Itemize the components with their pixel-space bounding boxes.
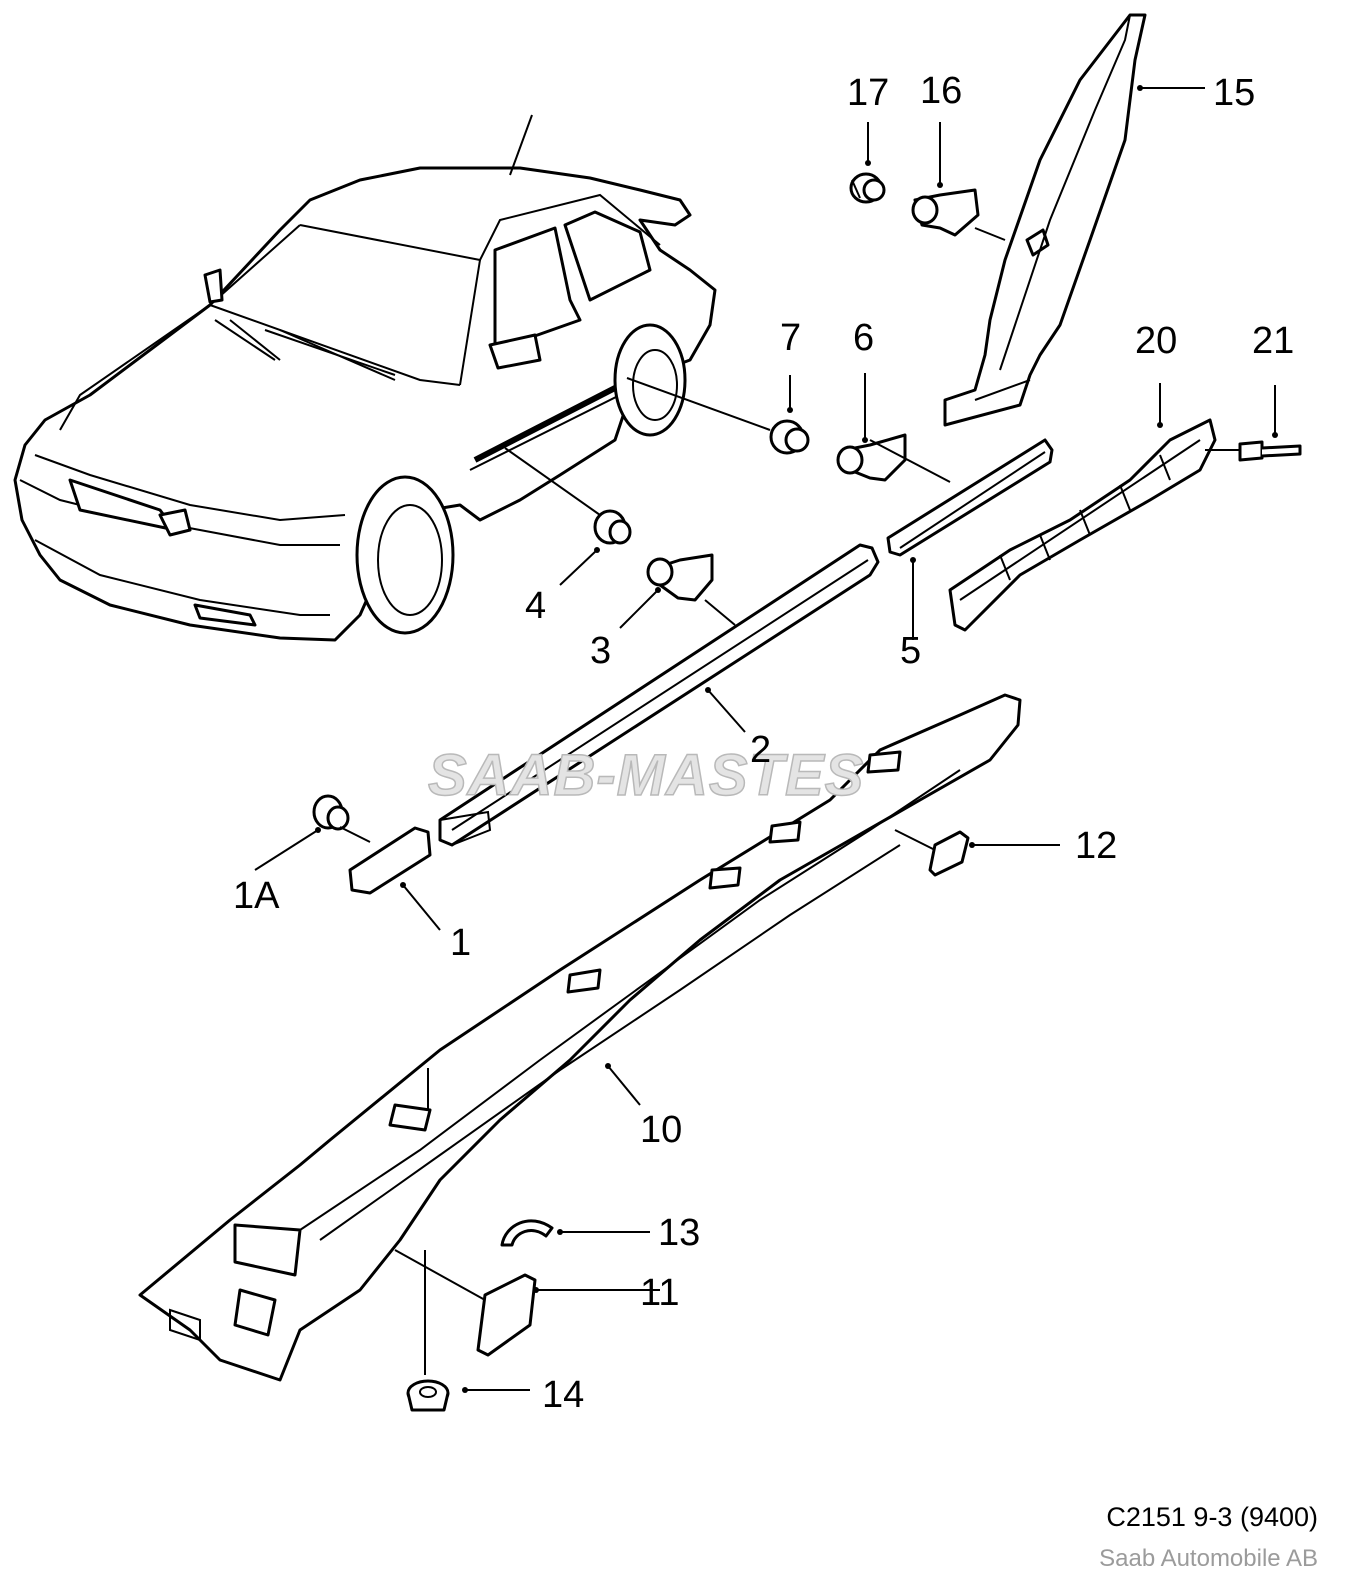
clip-part-3: [646, 553, 714, 602]
cover-part-12: [928, 830, 970, 877]
cover-part-11: [476, 1273, 537, 1357]
callout-10: 10: [640, 1109, 682, 1151]
molding-part-5: [886, 438, 1054, 557]
car-illustration: [13, 114, 717, 642]
callout-2: 2: [750, 729, 771, 771]
callout-4: 4: [525, 585, 546, 627]
screw-part-21: [1238, 440, 1302, 462]
bracket-part-20: [948, 418, 1217, 632]
callout-3: 3: [590, 630, 611, 672]
callout-21: 21: [1252, 320, 1294, 362]
grommet-part-4: [593, 509, 632, 545]
grommet-part-7: [769, 419, 810, 455]
callout-16: 16: [920, 70, 962, 112]
leader-arrowheads: [315, 85, 1278, 1393]
callout-7: 7: [780, 317, 801, 359]
pillar-cover-part-15: [943, 13, 1147, 427]
sill-panel-part-10: [138, 693, 1022, 1382]
clip-part-16: [911, 188, 980, 237]
nut-part-14: [406, 1379, 450, 1412]
molding-part-2: [438, 543, 880, 847]
callout-12: 12: [1075, 825, 1117, 867]
callout-13: 13: [658, 1212, 700, 1254]
watermark: SAAB-MASTES: [428, 743, 864, 808]
callout-11: 11: [640, 1272, 679, 1314]
callout-1: 1: [450, 922, 471, 964]
callout-1a: 1A: [233, 875, 280, 917]
company-name: Saab Automobile AB: [1099, 1545, 1318, 1572]
callout-14: 14: [542, 1374, 584, 1416]
clip-part-13: [500, 1219, 554, 1247]
diagram-reference: C2151 9-3 (9400): [1106, 1502, 1318, 1532]
leader-lines: [254, 87, 1276, 1391]
callout-labels: 1 1A 2 3 4 5 6 7 10 11 12 13 14 15 16 17…: [233, 70, 1294, 1416]
callout-15: 15: [1213, 72, 1255, 114]
grommet-part-1A: [312, 794, 350, 831]
callout-6: 6: [853, 317, 874, 359]
callout-20: 20: [1135, 320, 1177, 362]
callout-17: 17: [847, 72, 889, 114]
endcap-part-1: [348, 826, 432, 895]
callout-5: 5: [900, 630, 921, 672]
grommet-part-17: [849, 172, 886, 204]
